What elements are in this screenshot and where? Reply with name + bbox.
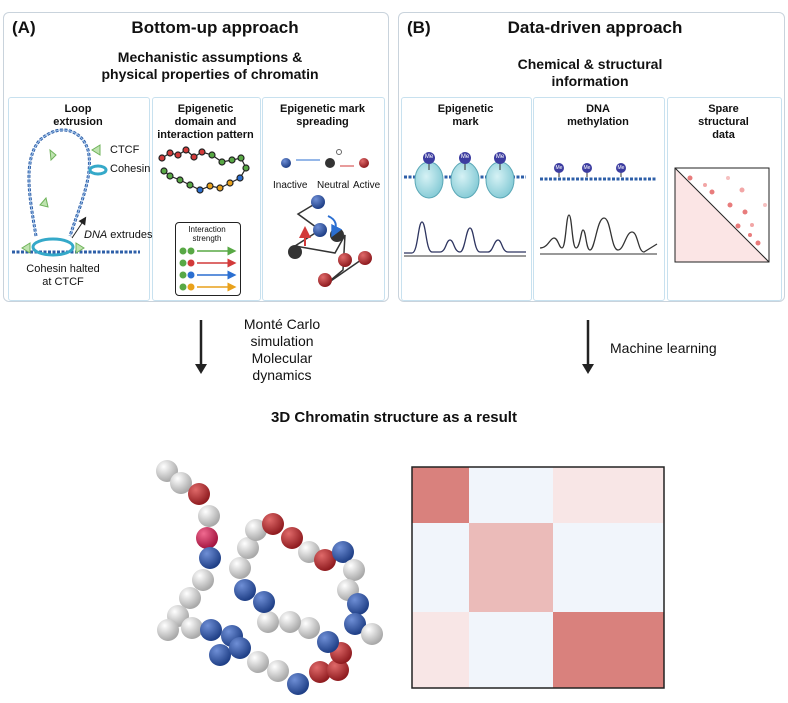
- arrows: [195, 320, 594, 374]
- loop-title-2: extrusion: [53, 116, 103, 128]
- epigenetic-mark-diagram: [404, 152, 526, 257]
- heatmap-cell: [412, 523, 469, 612]
- dna-methylation-box: [533, 97, 665, 301]
- mark-title-1: Epigenetic: [437, 103, 494, 115]
- dna-extrudes-label: DNA extrudes: [84, 229, 153, 241]
- sparse-title-1: Spare: [708, 103, 739, 115]
- interaction-legend: [179, 246, 237, 292]
- heatmap-cell: [553, 523, 664, 612]
- arrow-left-text-1: Monté Carlo: [243, 316, 321, 332]
- arrow-left-text-3: Molecular: [251, 350, 313, 366]
- sparse-title-3: data: [712, 129, 735, 141]
- chromatin-bead-chain: [156, 460, 383, 695]
- domain-title-2: domain and: [174, 116, 237, 128]
- mark-spreading-diagram: [281, 149, 372, 287]
- arrow-left-text-2: simulation: [250, 333, 314, 349]
- me-badge-3: Me: [495, 154, 505, 160]
- domain-title-3: interaction pattern: [157, 129, 254, 141]
- spreading-title-2: spreading: [296, 116, 349, 128]
- heatmap-cell: [469, 523, 553, 612]
- sparse-title-2: structural: [698, 116, 749, 128]
- heatmap-cell: [412, 467, 469, 523]
- epigenetic-domain-diagram: [158, 146, 250, 194]
- me-badge-4: Me: [555, 165, 563, 171]
- epigenetic-mark-box: [401, 97, 532, 301]
- sparse-data-diagram: [674, 167, 770, 263]
- interaction-legend-box: [175, 222, 241, 296]
- active-label: Active: [353, 180, 381, 191]
- epigenetic-domain-box: [152, 97, 261, 301]
- panel-a-title: Bottom-up approach: [131, 18, 299, 37]
- panel-a-subtitle-2: physical properties of chromatin: [101, 66, 319, 82]
- heatmap-border: [411, 466, 665, 689]
- mark-title-2: mark: [452, 116, 479, 128]
- spreading-title-1: Epigenetic mark: [280, 103, 365, 115]
- methylation-title-1: DNA: [586, 103, 610, 115]
- cohesin-label: Cohesin: [110, 163, 151, 175]
- heatmap-cell: [469, 467, 553, 523]
- dna-methylation-diagram: [539, 163, 658, 255]
- me-badge-2: Me: [460, 154, 470, 160]
- me-badge-5: Me: [583, 165, 591, 171]
- inactive-label: Inactive: [273, 180, 308, 191]
- methylation-title-2: methylation: [567, 116, 629, 128]
- legend-strength: strength: [192, 234, 222, 243]
- me-badge-6: Me: [617, 165, 625, 171]
- arrow-left-text-4: dynamics: [252, 367, 312, 383]
- domain-title-1: Epigenetic: [177, 103, 234, 115]
- arrow-right-text: Machine learning: [610, 340, 717, 356]
- heatmap-cell: [553, 612, 664, 688]
- me-badge-1: Me: [424, 154, 434, 160]
- panel-a-subtitle-1: Mechanistic assumptions &: [117, 49, 303, 65]
- cohesin-halted-2: at CTCF: [42, 276, 84, 288]
- panel-b-subtitle-2: information: [551, 73, 629, 89]
- loop-title-1: Loop: [64, 103, 92, 115]
- legend-interaction: Interaction: [188, 225, 226, 234]
- heatmap-cell: [412, 612, 469, 688]
- panel-b-letter: (B): [407, 18, 431, 37]
- cohesin-halted-1: Cohesin halted: [26, 263, 100, 275]
- heatmap-cell: [553, 467, 664, 523]
- loop-extrusion-diagram: [12, 128, 140, 257]
- panel-b-title: Data-driven approach: [507, 18, 683, 37]
- contact-heatmap: [412, 467, 664, 688]
- neutral-label: Neutral: [317, 180, 350, 191]
- panel-a-letter: (A): [12, 18, 36, 37]
- ctcf-label: CTCF: [110, 144, 140, 156]
- heatmap-cell: [469, 612, 553, 688]
- result-title: 3D Chromatin structure as a result: [271, 409, 517, 426]
- panel-b-subtitle-1: Chemical & structural: [517, 56, 663, 72]
